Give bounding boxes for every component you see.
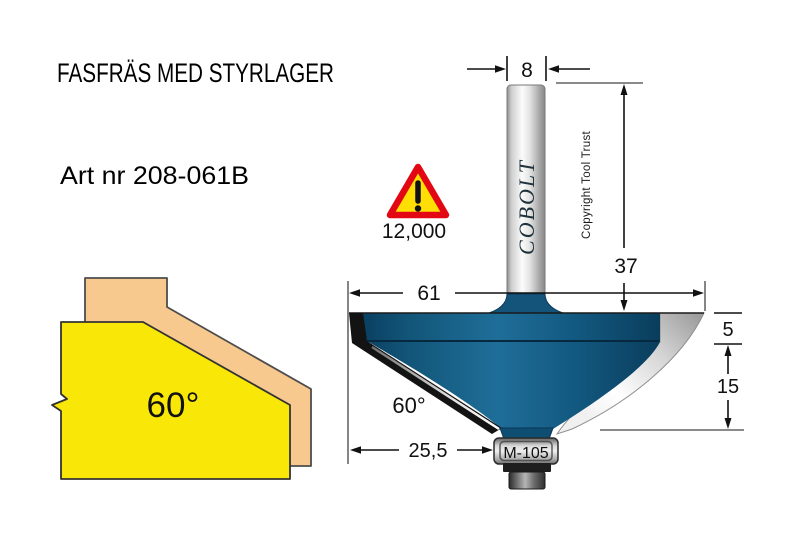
screw-head-flange xyxy=(503,463,551,472)
bearing-inner-frame xyxy=(499,440,553,462)
dim-tip-width: 25,5 xyxy=(350,440,493,462)
profile-front-board xyxy=(51,321,291,480)
dim-label-61: 61 xyxy=(417,282,440,305)
router-bit-drawing: 8 COBOLT Copyright Tool Trust 37 61 xyxy=(347,56,744,490)
copyright-label: Copyright Tool Trust xyxy=(581,130,593,239)
cutter-head xyxy=(349,312,705,440)
bearing-label: M-105 xyxy=(503,445,548,462)
profile-angle-label: 60° xyxy=(147,386,200,425)
max-rpm-label: 12,000 xyxy=(382,220,446,243)
shank-flare xyxy=(488,293,564,314)
dim-label-15: 15 xyxy=(717,376,739,398)
dim-label-8: 8 xyxy=(521,59,533,82)
max-rpm-warning: 12,000 xyxy=(382,163,450,243)
dim-cutting-diameter: 61 xyxy=(349,282,704,305)
dim-label-25-5: 25,5 xyxy=(409,440,448,462)
wood-profile-illustration: 60° xyxy=(51,277,312,480)
shank-brand-label: COBOLT xyxy=(514,159,539,255)
dim-cutting-depth: 15 xyxy=(600,345,744,431)
dim-shank-length: 37 xyxy=(556,82,643,311)
dim-shank-diameter: 8 xyxy=(467,56,590,82)
article-number: Art nr 208-061B xyxy=(60,162,249,190)
left-blade-highlight xyxy=(371,345,500,431)
page-title: FASFRÄS MED STYRLAGER xyxy=(57,58,334,88)
guide-bearing: M-105 xyxy=(493,437,559,490)
dim-label-37: 37 xyxy=(614,255,637,278)
screw-head xyxy=(508,471,546,490)
dim-label-5: 5 xyxy=(722,319,733,341)
left-blade-edge xyxy=(349,313,502,434)
dim-edge-height: 5 xyxy=(714,312,742,345)
cutter-angle-label: 60° xyxy=(392,393,425,418)
exclamation-dot xyxy=(414,205,422,212)
